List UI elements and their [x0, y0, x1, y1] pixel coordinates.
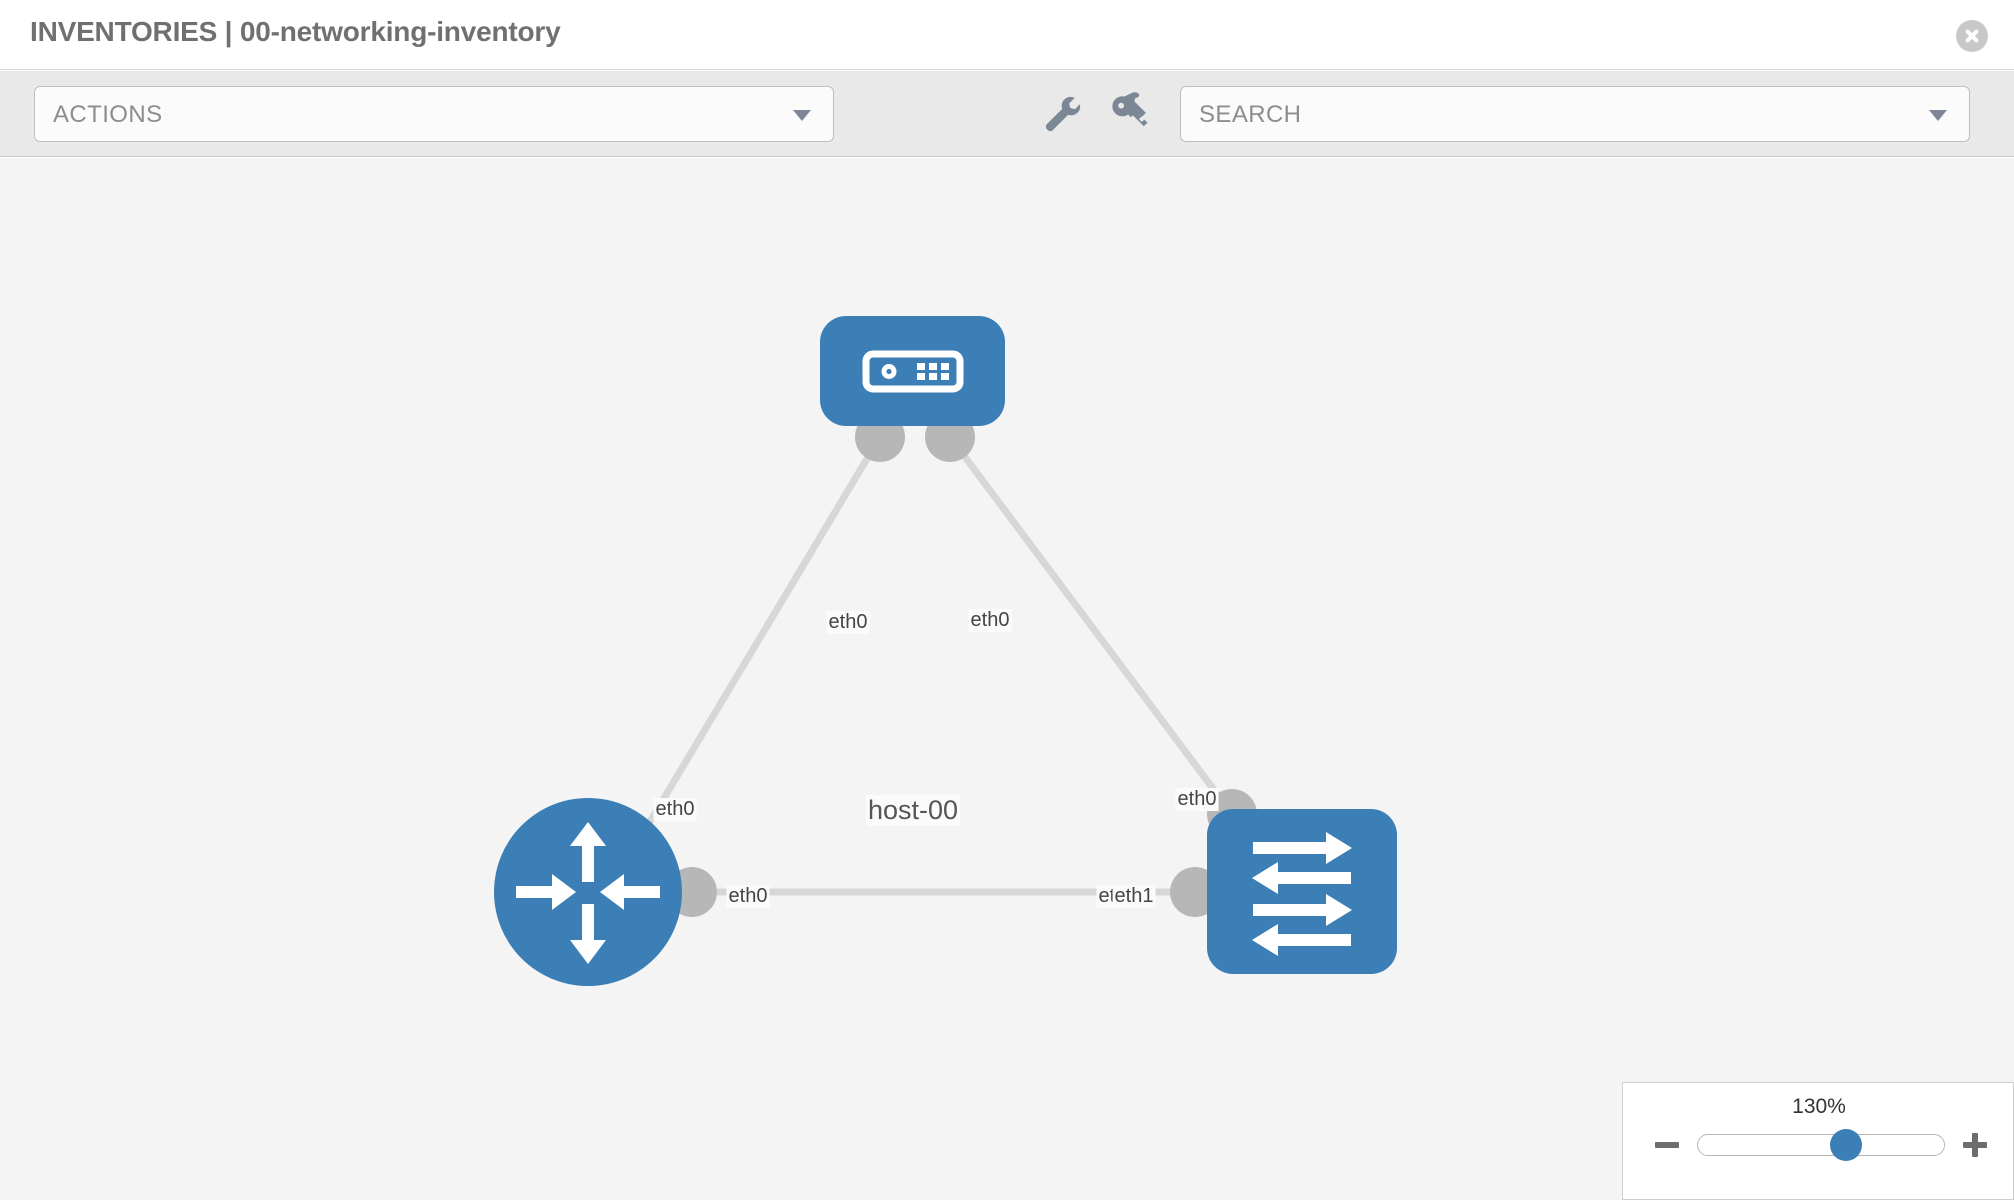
chevron-down-icon — [1929, 110, 1947, 121]
actions-dropdown-label: ACTIONS — [53, 101, 163, 128]
nodes-layer — [494, 316, 1397, 986]
edge-host-00-router-00[interactable] — [641, 435, 884, 832]
key-icon[interactable] — [1107, 91, 1153, 137]
zoom-slider-thumb[interactable] — [1829, 1129, 1862, 1161]
topology-graph — [494, 316, 1397, 986]
zoom-in-button[interactable] — [1959, 1129, 1991, 1161]
search-input-value: SEARCH — [1199, 101, 1302, 128]
interface-label: eth0 — [968, 609, 1012, 632]
zoom-level-value: 130% — [1792, 1095, 1846, 1118]
interface-label: eth0 — [826, 611, 870, 634]
interface-label: eth0 — [1175, 788, 1219, 811]
topology-canvas[interactable]: host-00router-00switch-00eth0eth0eth0eth… — [0, 158, 2014, 1200]
edge-host-00-switch-00[interactable] — [947, 434, 1235, 817]
zoom-out-button[interactable] — [1651, 1129, 1683, 1161]
node-switch-00[interactable] — [1207, 809, 1397, 974]
node-host-00[interactable] — [820, 316, 1005, 426]
toolbar: ACTIONS SEARCH — [0, 71, 2014, 157]
page-header: INVENTORIES | 00-networking-inventory — [0, 0, 2014, 70]
chevron-down-icon — [793, 110, 811, 121]
interface-label: eth0 — [726, 885, 770, 908]
page-title: INVENTORIES | 00-networking-inventory — [30, 16, 561, 47]
interface-label: eth0 — [653, 798, 697, 821]
server-icon — [862, 350, 964, 393]
node-router-00[interactable] — [494, 798, 682, 986]
router-arrows-icon — [516, 822, 660, 964]
zoom-slider[interactable] — [1697, 1129, 1945, 1161]
search-input[interactable]: SEARCH — [1180, 86, 1970, 142]
node-label-host-00: host-00 — [865, 795, 961, 826]
switch-arrows-icon — [1252, 832, 1352, 956]
interface-label: eth1 — [1112, 885, 1156, 908]
wrench-icon[interactable] — [1040, 91, 1086, 137]
close-icon[interactable] — [1956, 20, 1988, 52]
ports-layer — [667, 412, 1257, 917]
zoom-control-panel: 130% — [1622, 1082, 2014, 1200]
actions-dropdown[interactable]: ACTIONS — [34, 86, 834, 142]
